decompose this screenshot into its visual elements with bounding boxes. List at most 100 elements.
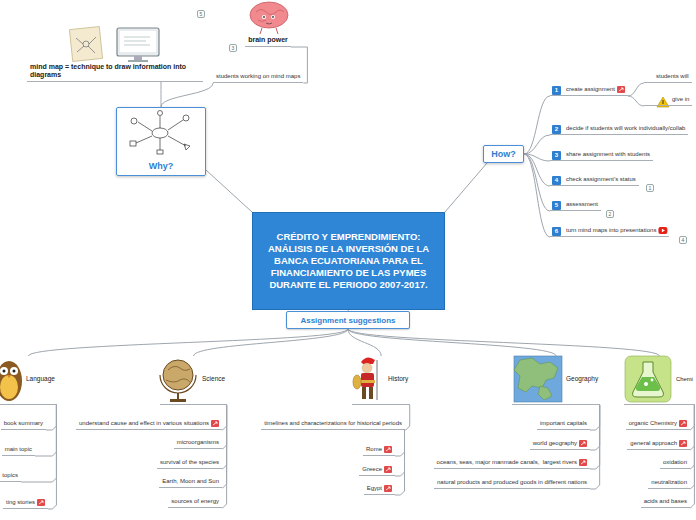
link-icon — [211, 420, 219, 427]
topic-text: mind map = technique to draw information… — [30, 63, 200, 79]
topic-text: Egypt — [367, 484, 382, 492]
step-topic: share assignment with students — [550, 150, 653, 161]
topic-text: sources of energy — [171, 497, 219, 505]
callout-number: 5 — [197, 10, 205, 18]
connector — [590, 405, 600, 430]
link-icon — [37, 499, 45, 506]
topic-text: CRÉDITO Y EMPRENDIMIENTO: ANÁLISIS DE LA… — [259, 231, 438, 291]
connector — [222, 405, 227, 508]
globe-picture — [160, 360, 196, 402]
step-number: 1 — [552, 86, 561, 95]
topic-text: topics — [2, 471, 18, 479]
topic-text: give in — [672, 95, 689, 103]
step-topic: check assignment's status — [550, 175, 639, 186]
connector — [524, 96, 550, 154]
connector — [690, 405, 694, 450]
topic-text: decide if students will work individuall… — [566, 124, 685, 132]
subtopic: topics — [0, 471, 21, 482]
link-icon — [617, 86, 625, 93]
topic-text: survival of the species — [160, 458, 219, 466]
topic-text: organic Chemistry — [629, 419, 677, 427]
step-topic: turn mind maps into presentations — [550, 226, 669, 237]
subtopic: understand cause and effect in various s… — [76, 419, 222, 430]
connector — [348, 329, 659, 356]
connector — [590, 405, 600, 489]
connector — [445, 163, 487, 212]
subtopic: sources of energy — [168, 497, 222, 508]
topic-text: History — [388, 375, 408, 383]
connector — [28, 329, 348, 356]
connector — [35, 405, 56, 456]
connector — [405, 405, 410, 430]
connector — [21, 405, 56, 482]
subtopic: ting stories — [3, 498, 48, 509]
connector — [395, 430, 405, 476]
connector — [628, 96, 644, 106]
subtopic: students working on mind maps — [213, 72, 303, 83]
branch-topic: History — [352, 356, 410, 405]
subtopic: students will — [644, 72, 692, 83]
topic-text: microorganisms — [177, 438, 219, 446]
topic-text: book summary — [4, 419, 43, 427]
callout-number: 3 — [229, 44, 237, 52]
subtopic: acids and bases — [641, 497, 690, 508]
connector — [348, 329, 381, 356]
topic-text: Greece — [362, 465, 382, 473]
connector — [690, 405, 694, 469]
subtopic: Earth, Moon and Sun — [159, 477, 222, 488]
topic-text: acids and bases — [644, 497, 687, 505]
branch-topic: Language — [0, 356, 57, 405]
topic-text: check assignment's status — [566, 175, 636, 183]
step-topic: decide if students will work individuall… — [550, 124, 688, 135]
link-icon — [579, 440, 587, 447]
topic-text: students working on mind maps — [216, 72, 300, 80]
brain-picture — [250, 2, 288, 34]
central-topic: CRÉDITO Y EMPRENDIMIENTO: ANÁLISIS DE LA… — [252, 212, 445, 310]
connector — [194, 329, 348, 356]
topic-text: assessment — [566, 200, 598, 208]
connector — [690, 405, 694, 430]
main-topic: How? — [483, 145, 524, 163]
topic-text: timelines and characterizations for hist… — [264, 419, 402, 427]
subtopic: organic Chemistry — [626, 419, 690, 430]
subtopic: brain power — [245, 36, 291, 47]
subtopic: main topic — [2, 445, 35, 456]
topic-text: students will — [656, 72, 689, 80]
connector — [348, 329, 556, 356]
subtopic: Greece — [359, 465, 395, 476]
topic-text: main topic — [5, 445, 32, 453]
topic-text: Assignment suggestions — [300, 316, 395, 325]
topic-text: turn mind maps into presentations — [566, 226, 656, 234]
connector — [206, 170, 252, 212]
topic-text: create assignment — [566, 85, 615, 93]
why-picture — [130, 111, 190, 155]
subtopic: mind map = technique to draw information… — [27, 63, 203, 82]
step-number: 2 — [552, 125, 561, 134]
link-icon — [679, 440, 687, 447]
step-number: 4 — [552, 176, 561, 185]
soldier-picture — [353, 357, 377, 400]
subtopic: survival of the species — [157, 458, 222, 469]
step-topic: create assignment — [550, 85, 628, 96]
subtopic: general approach — [627, 439, 690, 450]
connector — [690, 405, 694, 489]
step-number: 5 — [552, 201, 561, 210]
subtopic: natural products and produced goods in d… — [434, 478, 590, 489]
connector — [395, 430, 405, 456]
link-icon — [579, 459, 587, 466]
topic-text: brain power — [248, 36, 288, 44]
subtopic: neutralization — [648, 478, 690, 489]
topic-text: Geography — [566, 375, 598, 383]
topic-text: oceans, seas, major manmade canals, larg… — [437, 458, 577, 466]
branch-topic: Geography — [512, 356, 600, 405]
subtopic: timelines and characterizations for hist… — [261, 419, 405, 430]
connector — [48, 405, 56, 509]
connector — [46, 405, 56, 430]
map-picture — [514, 356, 562, 402]
subtopic: oxidation — [660, 458, 690, 469]
topic-text: Chemi — [676, 375, 693, 383]
connector — [161, 83, 213, 107]
flask-picture — [625, 356, 671, 402]
link-icon — [384, 446, 392, 453]
connector — [590, 405, 600, 450]
